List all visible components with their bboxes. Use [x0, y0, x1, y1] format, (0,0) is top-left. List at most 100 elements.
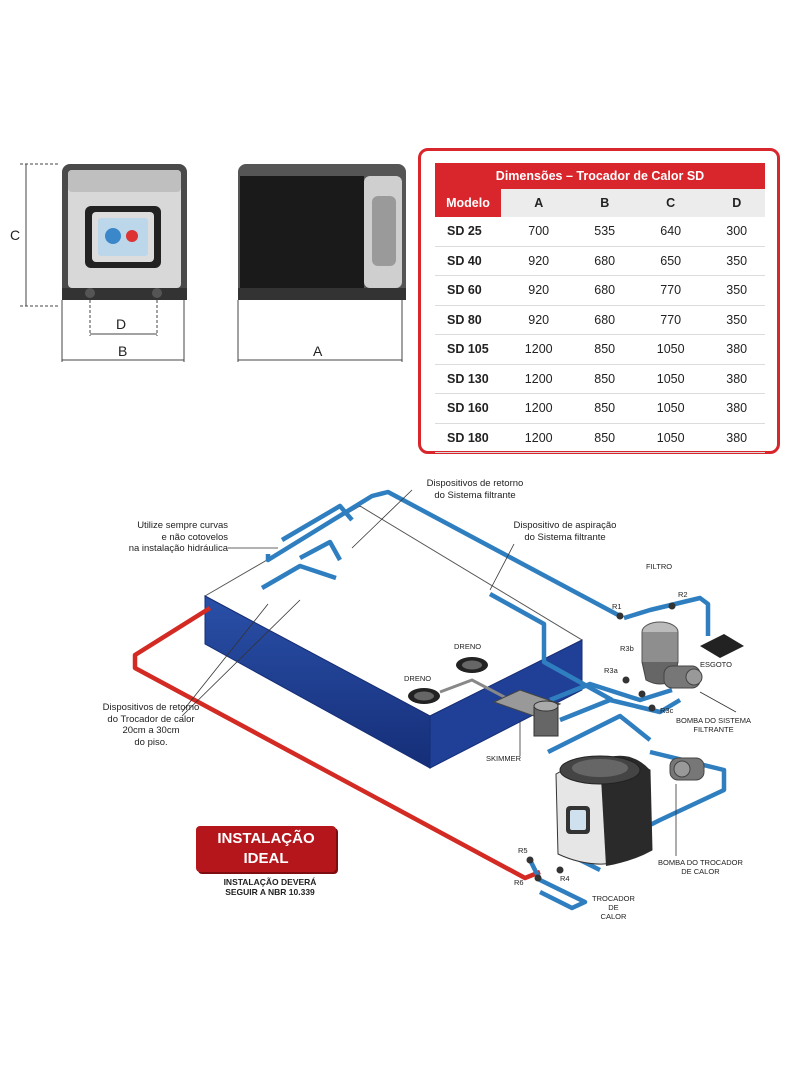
dimension-cell: 380 [708, 334, 765, 365]
valve-tag-r4: R4 [560, 874, 570, 883]
dimension-cell: 850 [576, 334, 633, 365]
dimension-cell: 850 [576, 423, 633, 453]
note-suction: Dispositivo de aspiração do Sistema filt… [513, 520, 617, 543]
dimension-cell: 350 [708, 305, 765, 335]
skimmer [492, 689, 562, 737]
valve-tag-r5: R5 [518, 846, 528, 855]
table-title: Dimensões – Trocador de Calor SD [435, 163, 765, 189]
dimension-cell: 350 [708, 246, 765, 276]
header-d: D [708, 189, 765, 217]
drains [408, 657, 511, 704]
dimension-table: Dimensões – Trocador de Calor SD Modelo … [435, 163, 765, 453]
dimension-cell: 380 [708, 364, 765, 394]
dimension-cell: 1200 [501, 393, 577, 424]
dimension-cell: 650 [632, 246, 709, 276]
model-cell: SD 80 [435, 305, 501, 335]
label-dreno-1: DRENO [454, 642, 482, 651]
heater-pump [669, 757, 705, 781]
valve-tag-r6: R6 [514, 878, 524, 887]
heat-exchanger-unit [555, 755, 653, 866]
dimension-cell: 850 [576, 393, 633, 424]
dimension-cell: 920 [501, 275, 577, 306]
dim-label-b: B [118, 343, 128, 359]
label-heater: TROCADOR DE CALOR [592, 894, 635, 921]
note-curves: Utilize sempre curvas e não cotovelos na… [128, 520, 228, 554]
installation-ideal-badge: INSTALAÇÃO IDEAL [196, 826, 336, 872]
dimension-cell: 1200 [501, 364, 577, 394]
dimension-cell: 1050 [632, 423, 709, 453]
valve-tag-r2: R2 [678, 590, 688, 599]
valve-tag-r1: R1 [612, 602, 622, 611]
dimension-cell: 920 [501, 305, 577, 335]
dimension-cell: 640 [632, 217, 709, 247]
dimension-cell: 350 [708, 275, 765, 306]
heater-return-line [132, 606, 541, 881]
filter-pump [663, 665, 703, 689]
dimension-cell: 1050 [632, 364, 709, 394]
norm-note: INSTALAÇÃO DEVERÁ SEGUIR A NBR 10.339 [223, 877, 317, 897]
pool [203, 505, 584, 769]
dimension-cell: 535 [576, 217, 633, 247]
valve-tag-r3a: R3a [604, 666, 618, 675]
note-return-heater: Dispositivos de retorno do Trocador de c… [102, 702, 200, 748]
header-b: B [576, 189, 633, 217]
dim-label-c: C [10, 227, 21, 243]
label-pump-heater: BOMBA DO TROCADOR DE CALOR [658, 858, 743, 876]
model-cell: SD 60 [435, 275, 501, 306]
dimension-drawings [20, 163, 406, 362]
dimension-cell: 680 [576, 246, 633, 276]
badge-line-1: INSTALAÇÃO [217, 830, 315, 847]
dimension-table-panel: Dimensões – Trocador de Calor SD Modelo … [418, 148, 780, 454]
dimension-cell: 300 [708, 217, 765, 247]
leader-lines [181, 489, 737, 856]
model-cell: SD 25 [435, 217, 501, 247]
valve-tag-r3b: R3b [620, 644, 634, 653]
model-cell: SD 105 [435, 334, 501, 365]
dimension-cell: 1050 [632, 334, 709, 365]
badge-line-2: IDEAL [243, 850, 289, 867]
dimension-cell: 680 [576, 305, 633, 335]
sewer [700, 634, 744, 658]
header-a: A [501, 189, 577, 217]
dim-label-a: A [313, 343, 323, 359]
label-filtro: FILTRO [646, 562, 673, 571]
dimension-cell: 920 [501, 246, 577, 276]
label-dreno-2: DRENO [404, 674, 432, 683]
header-c: C [632, 189, 709, 217]
heater-side-view [238, 164, 406, 300]
dimension-cell: 770 [632, 275, 709, 306]
valves [526, 602, 676, 882]
dimension-cell: 770 [632, 305, 709, 335]
dimension-cell: 380 [708, 423, 765, 453]
heater-front-view [62, 164, 187, 300]
model-cell: SD 40 [435, 246, 501, 276]
label-pump-filter: BOMBA DO SISTEMA FILTRANTE [676, 716, 752, 734]
dimension-cell: 1200 [501, 334, 577, 365]
dim-label-d: D [116, 316, 127, 332]
dimension-cell: 1200 [501, 423, 577, 453]
dimension-cell: 380 [708, 393, 765, 424]
label-skimmer: SKIMMER [486, 754, 522, 763]
installation-diagram [132, 489, 744, 911]
model-cell: SD 160 [435, 393, 501, 424]
note-return-filter: Dispositivos de retorno do Sistema filtr… [426, 478, 524, 501]
header-modelo: Modelo [435, 189, 501, 217]
dimension-cell: 850 [576, 364, 633, 394]
dimension-cell: 680 [576, 275, 633, 306]
model-cell: SD 130 [435, 364, 501, 394]
model-cell: SD 180 [435, 423, 501, 453]
dimension-cell: 700 [501, 217, 577, 247]
table-header-row: Modelo A B C D [435, 189, 765, 217]
label-esgoto: ESGOTO [700, 660, 732, 669]
dimension-cell: 1050 [632, 393, 709, 424]
valve-tag-r3c: R3c [660, 706, 674, 715]
